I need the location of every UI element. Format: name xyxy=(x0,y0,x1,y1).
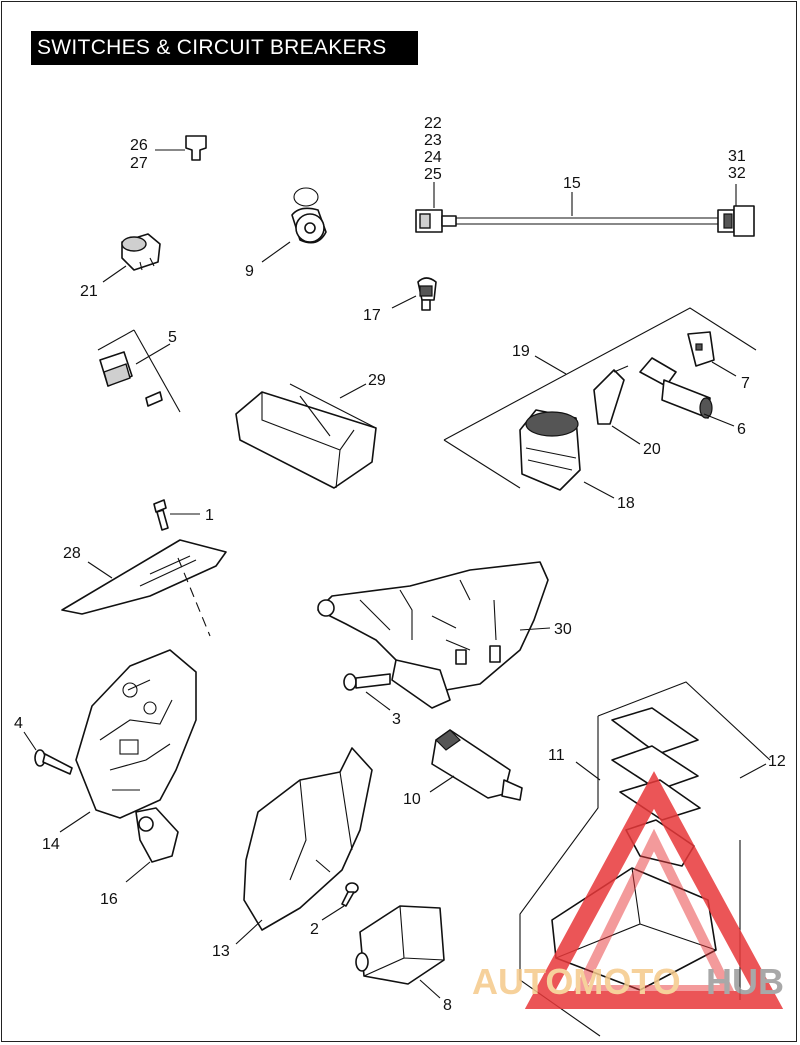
callout-2: 2 xyxy=(310,921,319,938)
callout-32: 32 xyxy=(728,165,746,182)
ignition-assembly-outline xyxy=(443,307,757,489)
gasket-plate xyxy=(61,539,227,637)
callout-31: 31 xyxy=(728,148,746,165)
module-box xyxy=(355,905,445,985)
harness-cable xyxy=(415,205,755,237)
callout-20: 20 xyxy=(643,441,661,458)
callout-21: 21 xyxy=(80,283,98,300)
fuse-part xyxy=(155,135,207,161)
callout-25: 25 xyxy=(424,166,442,183)
watermark-text-automoto: AUTOMOTO xyxy=(472,961,681,1002)
watermark-logo: AUTOMOTO HUB xyxy=(472,771,784,1009)
key-tag xyxy=(291,187,327,244)
callout-4: 4 xyxy=(14,715,23,732)
callout-18: 18 xyxy=(617,495,635,512)
screw-2 xyxy=(341,882,359,907)
callout-23: 23 xyxy=(424,132,442,149)
screw-1 xyxy=(153,499,169,531)
callout-28: 28 xyxy=(63,545,81,562)
watermark-text-hub: HUB xyxy=(706,961,784,1002)
callout-6: 6 xyxy=(737,421,746,438)
callout-10: 10 xyxy=(403,791,421,808)
callout-8: 8 xyxy=(443,997,452,1014)
relay-module xyxy=(431,729,523,801)
callout-16: 16 xyxy=(100,891,118,908)
callout-7: 7 xyxy=(741,375,750,392)
callout-9: 9 xyxy=(245,263,254,280)
mounting-bracket xyxy=(317,561,549,709)
bulb-socket xyxy=(417,277,437,311)
electrical-caddy xyxy=(75,649,197,819)
rubber-boot xyxy=(235,383,377,489)
callout-17: 17 xyxy=(363,307,381,324)
callout-14: 14 xyxy=(42,836,60,853)
callout-26: 26 xyxy=(130,137,148,154)
callout-3: 3 xyxy=(392,711,401,728)
callout-1: 1 xyxy=(205,507,214,524)
page-title: SWITCHES & CIRCUIT BREAKERS xyxy=(31,31,418,65)
wire-clip xyxy=(135,807,179,863)
callout-27: 27 xyxy=(130,155,148,172)
callout-13: 13 xyxy=(212,943,230,960)
oil-pressure-switch xyxy=(121,233,161,271)
callout-30: 30 xyxy=(554,621,572,638)
neutral-switch xyxy=(97,329,181,413)
screw-4 xyxy=(34,749,73,775)
callout-5: 5 xyxy=(168,329,177,346)
lock-cylinder xyxy=(639,357,713,419)
callout-19: 19 xyxy=(512,343,530,360)
callout-24: 24 xyxy=(424,149,442,166)
switch-contact xyxy=(593,365,629,425)
side-cover xyxy=(243,747,373,931)
callout-22: 22 xyxy=(424,115,442,132)
ignition-switch xyxy=(519,409,581,491)
callout-15: 15 xyxy=(563,175,581,192)
callout-29: 29 xyxy=(368,372,386,389)
bolt-3 xyxy=(343,673,391,691)
ignition-key xyxy=(687,331,715,367)
callout-11: 11 xyxy=(548,747,565,764)
callout-12: 12 xyxy=(768,753,786,770)
